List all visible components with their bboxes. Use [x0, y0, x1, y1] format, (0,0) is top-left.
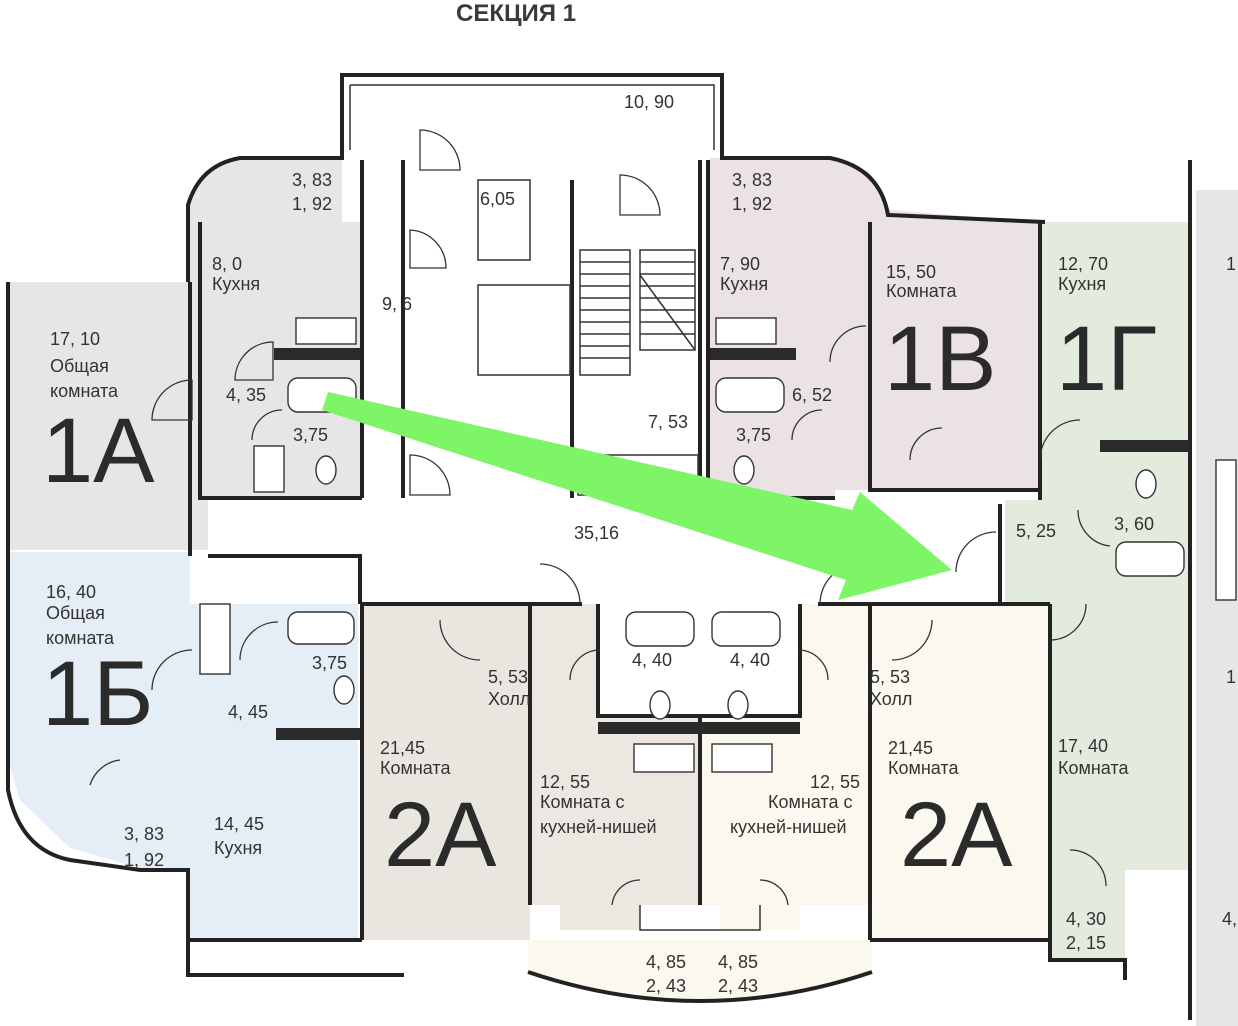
unit-fills — [8, 158, 1238, 1026]
2a-left-bath-area: 4, 40 — [632, 650, 672, 670]
1a-living-name: Общая — [50, 356, 109, 376]
1b-living-area: 16, 40 — [46, 582, 96, 602]
2a-right-room-name: Комната — [888, 758, 959, 778]
1b-kitchen-area: 14, 45 — [214, 814, 264, 834]
1a-kitchen-name: Кухня — [212, 274, 260, 294]
2a-right-hall-area: 5, 53 — [870, 667, 910, 687]
unit-2a-right-fill — [860, 604, 1050, 940]
1g-bath-area: 3, 60 — [1114, 514, 1154, 534]
1a-unit-label: 1А — [42, 400, 155, 502]
1v-kitchen-area: 7, 90 — [720, 254, 760, 274]
2a-right-bath-area: 4, 40 — [730, 650, 770, 670]
1a-bath-area: 3,75 — [293, 425, 328, 445]
2a-left-balcony-area2: 2, 43 — [646, 976, 686, 996]
2a-left-room-area: 21,45 — [380, 738, 425, 758]
1g-unit-label: 1Г — [1056, 308, 1157, 410]
2a-right-hall-name: Холл — [870, 689, 912, 709]
1b-living-name2: комната — [46, 628, 115, 648]
2a-right-studio-name: Комната с — [768, 792, 852, 812]
1g-kitchen-area: 12, 70 — [1058, 254, 1108, 274]
2a-left-balcony-area: 4, 85 — [646, 952, 686, 972]
1g-kitchen-name: Кухня — [1058, 274, 1106, 294]
1v-balcony-area2: 1, 92 — [732, 194, 772, 214]
1v-hall-area: 6, 52 — [792, 385, 832, 405]
unit-1v-fill — [708, 158, 1040, 498]
1b-balcony-area: 3, 83 — [124, 824, 164, 844]
1a-living-area: 17, 10 — [50, 329, 100, 349]
2a-right-studio-name2: кухней-нишей — [730, 817, 847, 837]
1g-balcony-area2: 2, 15 — [1066, 933, 1106, 953]
1v-unit-label: 1В — [884, 308, 997, 410]
1b-balcony-area2: 1, 92 — [124, 850, 164, 870]
section-title: СЕКЦИЯ 1 — [456, 0, 576, 27]
1b-kitchen-name: Кухня — [214, 838, 262, 858]
unit-1b-fill — [8, 552, 358, 940]
1v-room-name: Комната — [886, 281, 957, 301]
1a-hall-area: 4, 35 — [226, 385, 266, 405]
edge-label-b: 1 — [1226, 667, 1236, 687]
balcony-2a-fill — [528, 940, 872, 1001]
2a-left-hall-area: 5, 53 — [488, 667, 528, 687]
stair-area: 7, 53 — [648, 412, 688, 432]
2a-left-studio-area: 12, 55 — [540, 772, 590, 792]
unit-2a-left-center-fill — [530, 604, 700, 930]
2a-left-studio-name2: кухней-нишей — [540, 817, 657, 837]
edge-label-c: 4, — [1222, 909, 1237, 929]
1g-room-name: Комната — [1058, 758, 1129, 778]
highlight-arrow — [322, 392, 952, 600]
1a-balcony-area: 3, 83 — [292, 170, 332, 190]
neighbor-unit-fill — [1196, 190, 1238, 1026]
2a-right-studio-area: 12, 55 — [810, 772, 860, 792]
1g-room-area: 17, 40 — [1058, 736, 1108, 756]
2a-right-balcony-area: 4, 85 — [718, 952, 758, 972]
corridor-area: 35,16 — [574, 523, 619, 543]
labels: СЕКЦИЯ 1 10, 90 6,05 9, 6 7, 53 35,16 17… — [42, 0, 1237, 996]
1v-bath-area: 3,75 — [736, 425, 771, 445]
edge-label-a: 1 — [1226, 254, 1236, 274]
1a-balcony-area2: 1, 92 — [292, 194, 332, 214]
2a-left-hall-name: Холл — [488, 689, 530, 709]
1g-hall-area: 5, 25 — [1016, 521, 1056, 541]
fixtures — [199, 317, 1237, 773]
2a-right-balcony-area2: 2, 43 — [718, 976, 758, 996]
2a-right-unit-label: 2А — [900, 784, 1013, 886]
2a-left-room-name: Комната — [380, 758, 451, 778]
arrow-shape — [322, 392, 952, 600]
1v-kitchen-name: Кухня — [720, 274, 768, 294]
lobby-area: 9, 6 — [382, 294, 412, 314]
1a-living-name2: комната — [50, 381, 119, 401]
unit-2a-left-fill — [362, 604, 530, 940]
walls — [6, 73, 1192, 1020]
2a-right-room-area: 21,45 — [888, 738, 933, 758]
1v-room-area: 15, 50 — [886, 262, 936, 282]
stairwell — [409, 129, 699, 496]
terrace-area: 10, 90 — [624, 92, 674, 112]
unit-2a-right-center-fill — [700, 604, 870, 930]
1b-bath-area: 3,75 — [312, 653, 347, 673]
1b-living-name: Общая — [46, 603, 105, 623]
1b-hall-area: 4, 45 — [228, 702, 268, 722]
1b-unit-label: 1Б — [42, 643, 154, 745]
2a-left-studio-name: Комната с — [540, 792, 624, 812]
2a-left-unit-label: 2А — [384, 784, 497, 886]
room-6-area: 6,05 — [480, 189, 515, 209]
1a-kitchen-area: 8, 0 — [212, 254, 242, 274]
1v-balcony-area: 3, 83 — [732, 170, 772, 190]
1g-balcony-area: 4, 30 — [1066, 909, 1106, 929]
